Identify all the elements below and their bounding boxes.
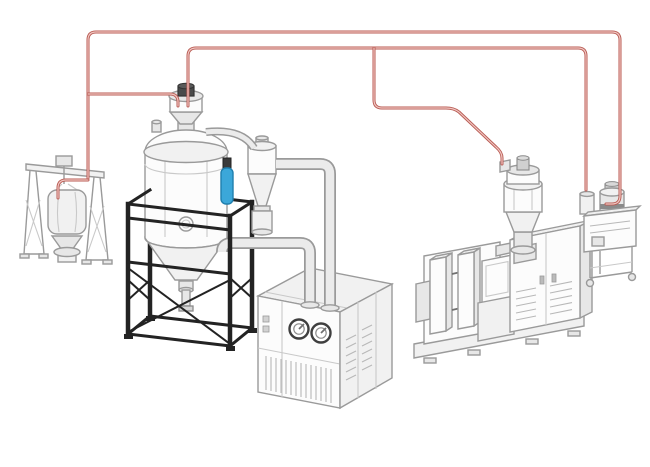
caster-wheel-left: [585, 278, 595, 288]
process-air-hoses: [205, 127, 340, 312]
station-hoist-trolley: [55, 155, 73, 167]
drying-hopper: [143, 115, 229, 312]
dryer-gauges: [288, 318, 332, 344]
dehumidifying-dryer: [255, 267, 395, 410]
dryer-side-vents: [345, 324, 373, 381]
dryer-front: [257, 295, 341, 409]
hopper-flange-ring: [143, 140, 229, 164]
dryer-louvers: [265, 356, 332, 403]
big-bag-station: [19, 155, 113, 265]
material-conveying-tubes: [56, 30, 622, 206]
caster-wheel-right: [627, 272, 637, 282]
material-receiver: [499, 155, 543, 255]
injection-molding-machine: [413, 218, 593, 364]
blue-shutoff-valve: [220, 157, 234, 205]
hopper-body: [144, 151, 228, 249]
machine-platen-moving: [457, 246, 481, 330]
cyclone-separator: [247, 135, 277, 236]
vacuum-pump-unit: [579, 181, 642, 288]
valve-body: [220, 167, 234, 205]
big-bag: [47, 189, 87, 235]
station-top-beam: [25, 163, 105, 179]
hopper-stand: [124, 187, 257, 351]
machine-platen-fixed: [429, 251, 453, 335]
